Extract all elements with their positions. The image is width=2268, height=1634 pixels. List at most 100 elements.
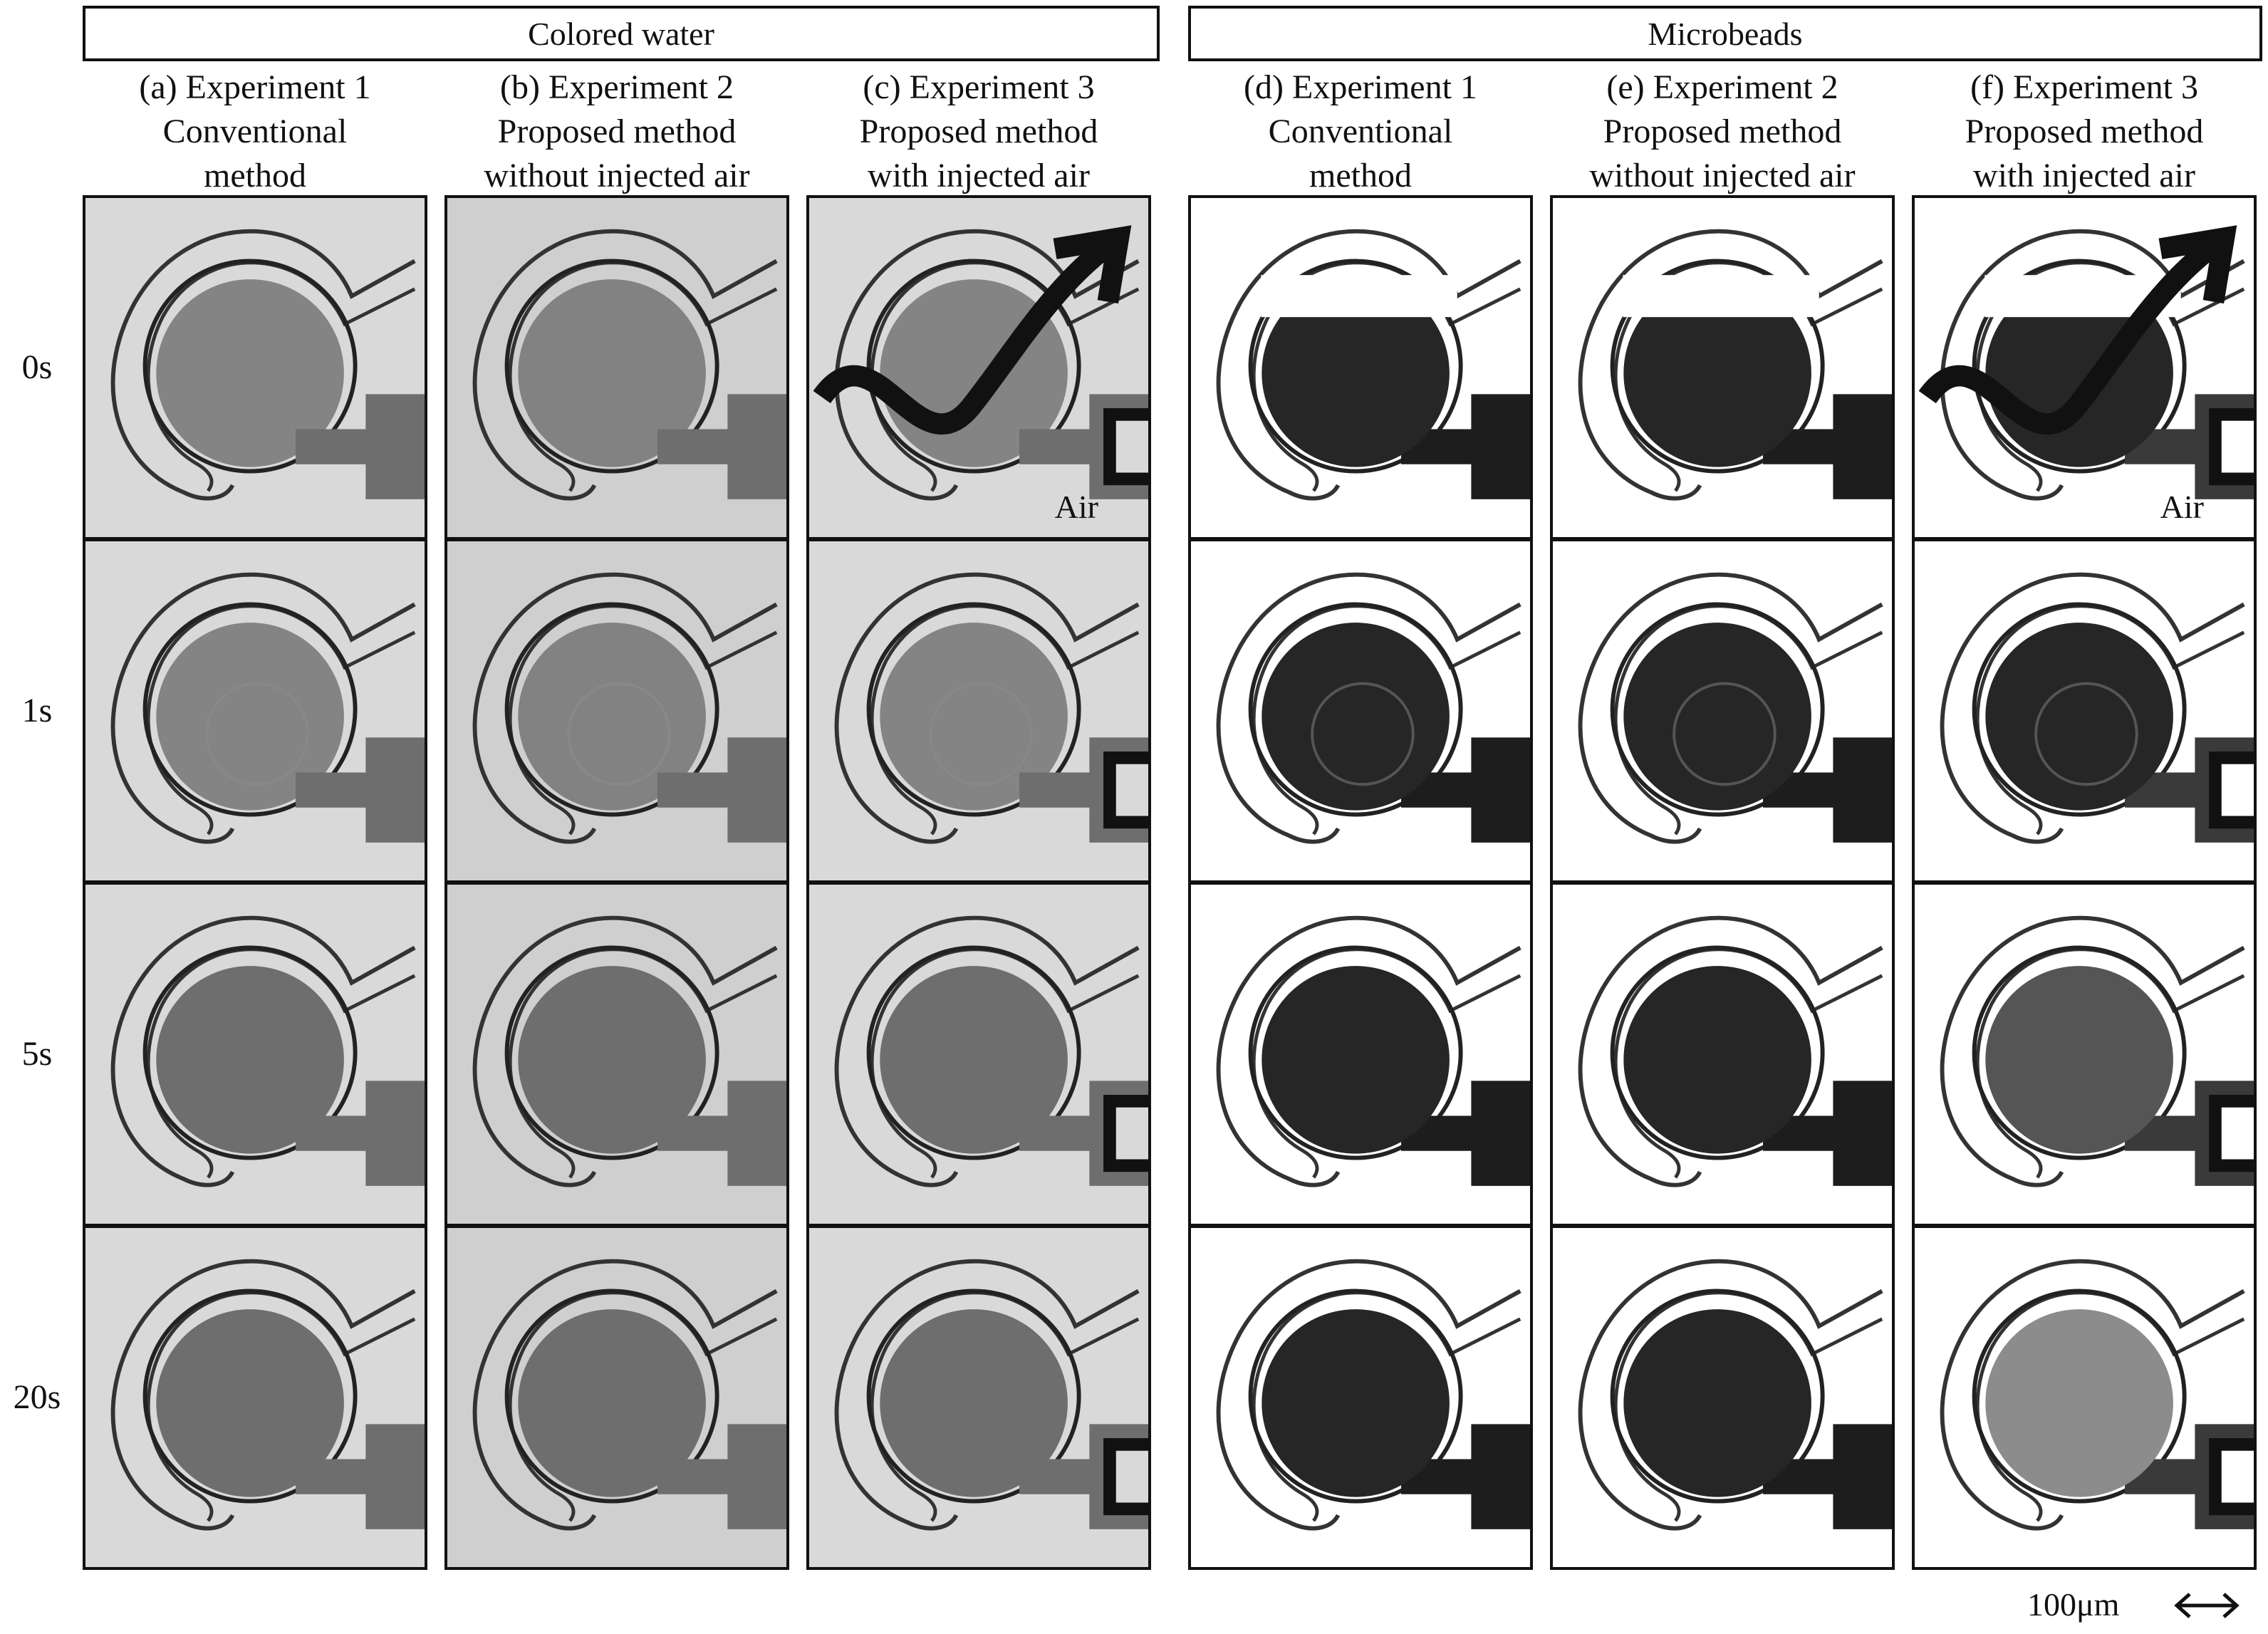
outlet-channel xyxy=(1401,1081,1530,1186)
mixing-swirl xyxy=(929,682,1033,786)
chamber-fill xyxy=(1262,1309,1450,1497)
outlet-channel xyxy=(1763,1081,1892,1186)
column-label-line: with injected air xyxy=(868,157,1090,194)
outlet-channel xyxy=(657,1424,786,1529)
chamber-fill xyxy=(156,966,344,1154)
chamber-ring xyxy=(504,602,719,817)
chamber-fill xyxy=(880,1309,1068,1497)
chamber-ring xyxy=(866,259,1081,474)
micrograph-image xyxy=(809,198,1148,537)
micrograph-cell xyxy=(806,882,1151,1227)
channel-outer-wall xyxy=(1578,1259,1883,1531)
scale-bar-label: 100μm xyxy=(2027,1586,2120,1623)
outlet-channel xyxy=(1763,737,1892,843)
group-header-label: Colored water xyxy=(528,15,714,52)
chamber-fill xyxy=(1623,1309,1811,1497)
column-label-line: Proposed method xyxy=(859,113,1098,150)
micrograph-image xyxy=(1553,541,1892,880)
channel-outer-wall xyxy=(1216,915,1521,1187)
chamber-ring xyxy=(1972,1289,2187,1504)
chamber-fill xyxy=(156,623,344,811)
group-header-label: Microbeads xyxy=(1648,15,1803,52)
column-label-line: (a) Experiment 1 xyxy=(139,68,371,106)
air-channel-lumen xyxy=(1115,1450,1148,1503)
chamber-fill xyxy=(1623,623,1811,811)
chamber-ring xyxy=(504,259,719,474)
chamber-fill xyxy=(518,623,706,811)
chamber-fill xyxy=(880,966,1068,1154)
chamber-ring xyxy=(1248,602,1463,817)
channel-outer-wall xyxy=(110,572,416,844)
channel-outer-wall xyxy=(1940,229,2245,501)
micrograph-image xyxy=(1191,1228,1530,1567)
micrograph-cell xyxy=(83,882,427,1227)
micrograph-image xyxy=(1553,198,1892,537)
chamber-fill xyxy=(518,1309,706,1497)
row-label-0: 0s xyxy=(21,348,53,386)
column-label-0: (a) Experiment 1 Conventional method xyxy=(83,66,427,198)
chamber-fill xyxy=(1623,966,1811,1154)
micrograph-image xyxy=(85,1228,425,1567)
column-label-line: Conventional xyxy=(162,113,348,150)
air-channel-lumen xyxy=(2221,1107,2254,1160)
micrograph-image xyxy=(1915,1228,2254,1567)
channel-outer-wall xyxy=(834,915,1140,1187)
channel-outer-wall xyxy=(834,229,1140,501)
micrograph-cell xyxy=(1188,1225,1533,1570)
outlet-channel xyxy=(1401,1424,1530,1529)
outlet-channel xyxy=(296,394,425,499)
channel-outer-wall xyxy=(1578,572,1883,844)
chamber-ring xyxy=(1248,1289,1463,1504)
air-channel-lumen xyxy=(1115,1107,1148,1160)
chamber-ring xyxy=(1248,945,1463,1160)
column-label-2: (c) Experiment 3 Proposed method with inje… xyxy=(806,66,1151,198)
micrograph-cell xyxy=(1912,882,2257,1227)
chamber-ring xyxy=(142,945,358,1160)
chamber-fill xyxy=(156,1309,344,1497)
micrograph-image xyxy=(1191,198,1530,537)
outlet-channel xyxy=(1401,394,1530,499)
air-label: Air xyxy=(1054,489,1098,525)
row-label-3: 20s xyxy=(13,1378,61,1416)
micrograph-cell xyxy=(83,1225,427,1570)
column-label-line: (c) Experiment 3 xyxy=(863,68,1095,106)
micrograph-image xyxy=(1191,885,1530,1224)
row-label-1: 1s xyxy=(21,692,53,729)
micrograph-image xyxy=(447,198,786,537)
micrograph-cell xyxy=(444,882,789,1227)
outlet-channel xyxy=(657,1081,786,1186)
chamber-fill xyxy=(880,623,1068,811)
micrograph-image xyxy=(809,885,1148,1224)
chamber-fill xyxy=(1623,279,1811,467)
air-channel-lumen xyxy=(1115,420,1148,473)
chamber-ring xyxy=(866,602,1081,817)
micrograph-cell xyxy=(444,195,789,540)
row-label-2: 5s xyxy=(21,1035,53,1073)
air-channel-lumen xyxy=(2221,420,2254,473)
column-label-line: (e) Experiment 2 xyxy=(1606,68,1838,106)
chamber-ring xyxy=(1610,1289,1825,1504)
outlet-channel xyxy=(296,737,425,843)
mixing-swirl xyxy=(205,682,309,786)
micrograph-image xyxy=(809,1228,1148,1567)
micrograph-cell xyxy=(806,1225,1151,1570)
micrograph-image xyxy=(1191,541,1530,880)
column-label-line: (d) Experiment 1 xyxy=(1244,68,1477,106)
column-label-line: method xyxy=(204,157,306,194)
mixing-swirl xyxy=(1673,682,1777,786)
column-label-line: without injected air xyxy=(484,157,750,194)
channel-outer-wall xyxy=(834,1259,1140,1531)
mixing-swirl xyxy=(1311,682,1415,786)
column-label-line: without injected air xyxy=(1589,157,1856,194)
column-label-line: Proposed method xyxy=(497,113,737,150)
chamber-fill xyxy=(1985,966,2173,1154)
chamber-ring xyxy=(1610,602,1825,817)
micrograph-image xyxy=(85,198,425,537)
mixing-swirl xyxy=(567,682,671,786)
micrograph-cell xyxy=(1550,882,1895,1227)
chamber-ring xyxy=(1248,259,1463,474)
chamber-ring xyxy=(142,602,358,817)
chamber-fill xyxy=(1262,966,1450,1154)
